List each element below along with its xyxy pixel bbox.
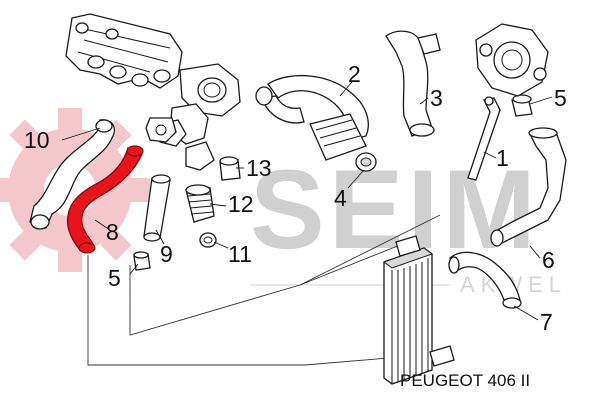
hose-7: [448, 251, 522, 309]
callout-numbers: 10 8 9 5 11 12 13 4 2 3 5 1 6 7: [24, 61, 567, 335]
watermark-brand: SEIM: [250, 147, 540, 272]
callout-12: 12: [228, 191, 254, 217]
flange-top: [145, 117, 177, 143]
callout-9: 9: [160, 241, 173, 267]
model-label: PEUGEOT 406 II: [400, 371, 530, 390]
intercooler: [382, 235, 455, 385]
turbo-housing: [475, 23, 549, 97]
guide-lines: [87, 214, 441, 366]
clamp-11: [199, 232, 217, 248]
rod-1: [467, 96, 501, 181]
ring-4: [355, 152, 377, 172]
callout-3: 3: [430, 85, 443, 111]
pipe-3: [385, 30, 441, 137]
hose-10: [29, 119, 115, 230]
callout-1: 1: [496, 145, 509, 171]
callout-5-right: 5: [554, 85, 567, 111]
callout-11: 11: [228, 241, 252, 267]
coupler-5-left: [133, 251, 151, 271]
callout-10: 10: [24, 127, 50, 153]
intake-manifold: [65, 13, 183, 89]
fitting-5-top: [511, 94, 533, 117]
callout-6: 6: [542, 247, 555, 273]
callout-7: 7: [540, 309, 553, 335]
leader-lines: [61, 81, 553, 321]
sleeve-12: [185, 184, 215, 223]
pipe-9: [143, 174, 171, 242]
callout-13: 13: [246, 155, 272, 181]
callout-2: 2: [348, 61, 361, 87]
hose-8-highlighted: [66, 145, 144, 254]
callout-8: 8: [106, 219, 119, 245]
watermark-gear-icon: [0, 108, 150, 272]
pipe-6: [490, 127, 567, 247]
sleeve-13: [219, 156, 241, 181]
callout-4: 4: [334, 185, 347, 211]
callout-5-left: 5: [108, 265, 121, 291]
